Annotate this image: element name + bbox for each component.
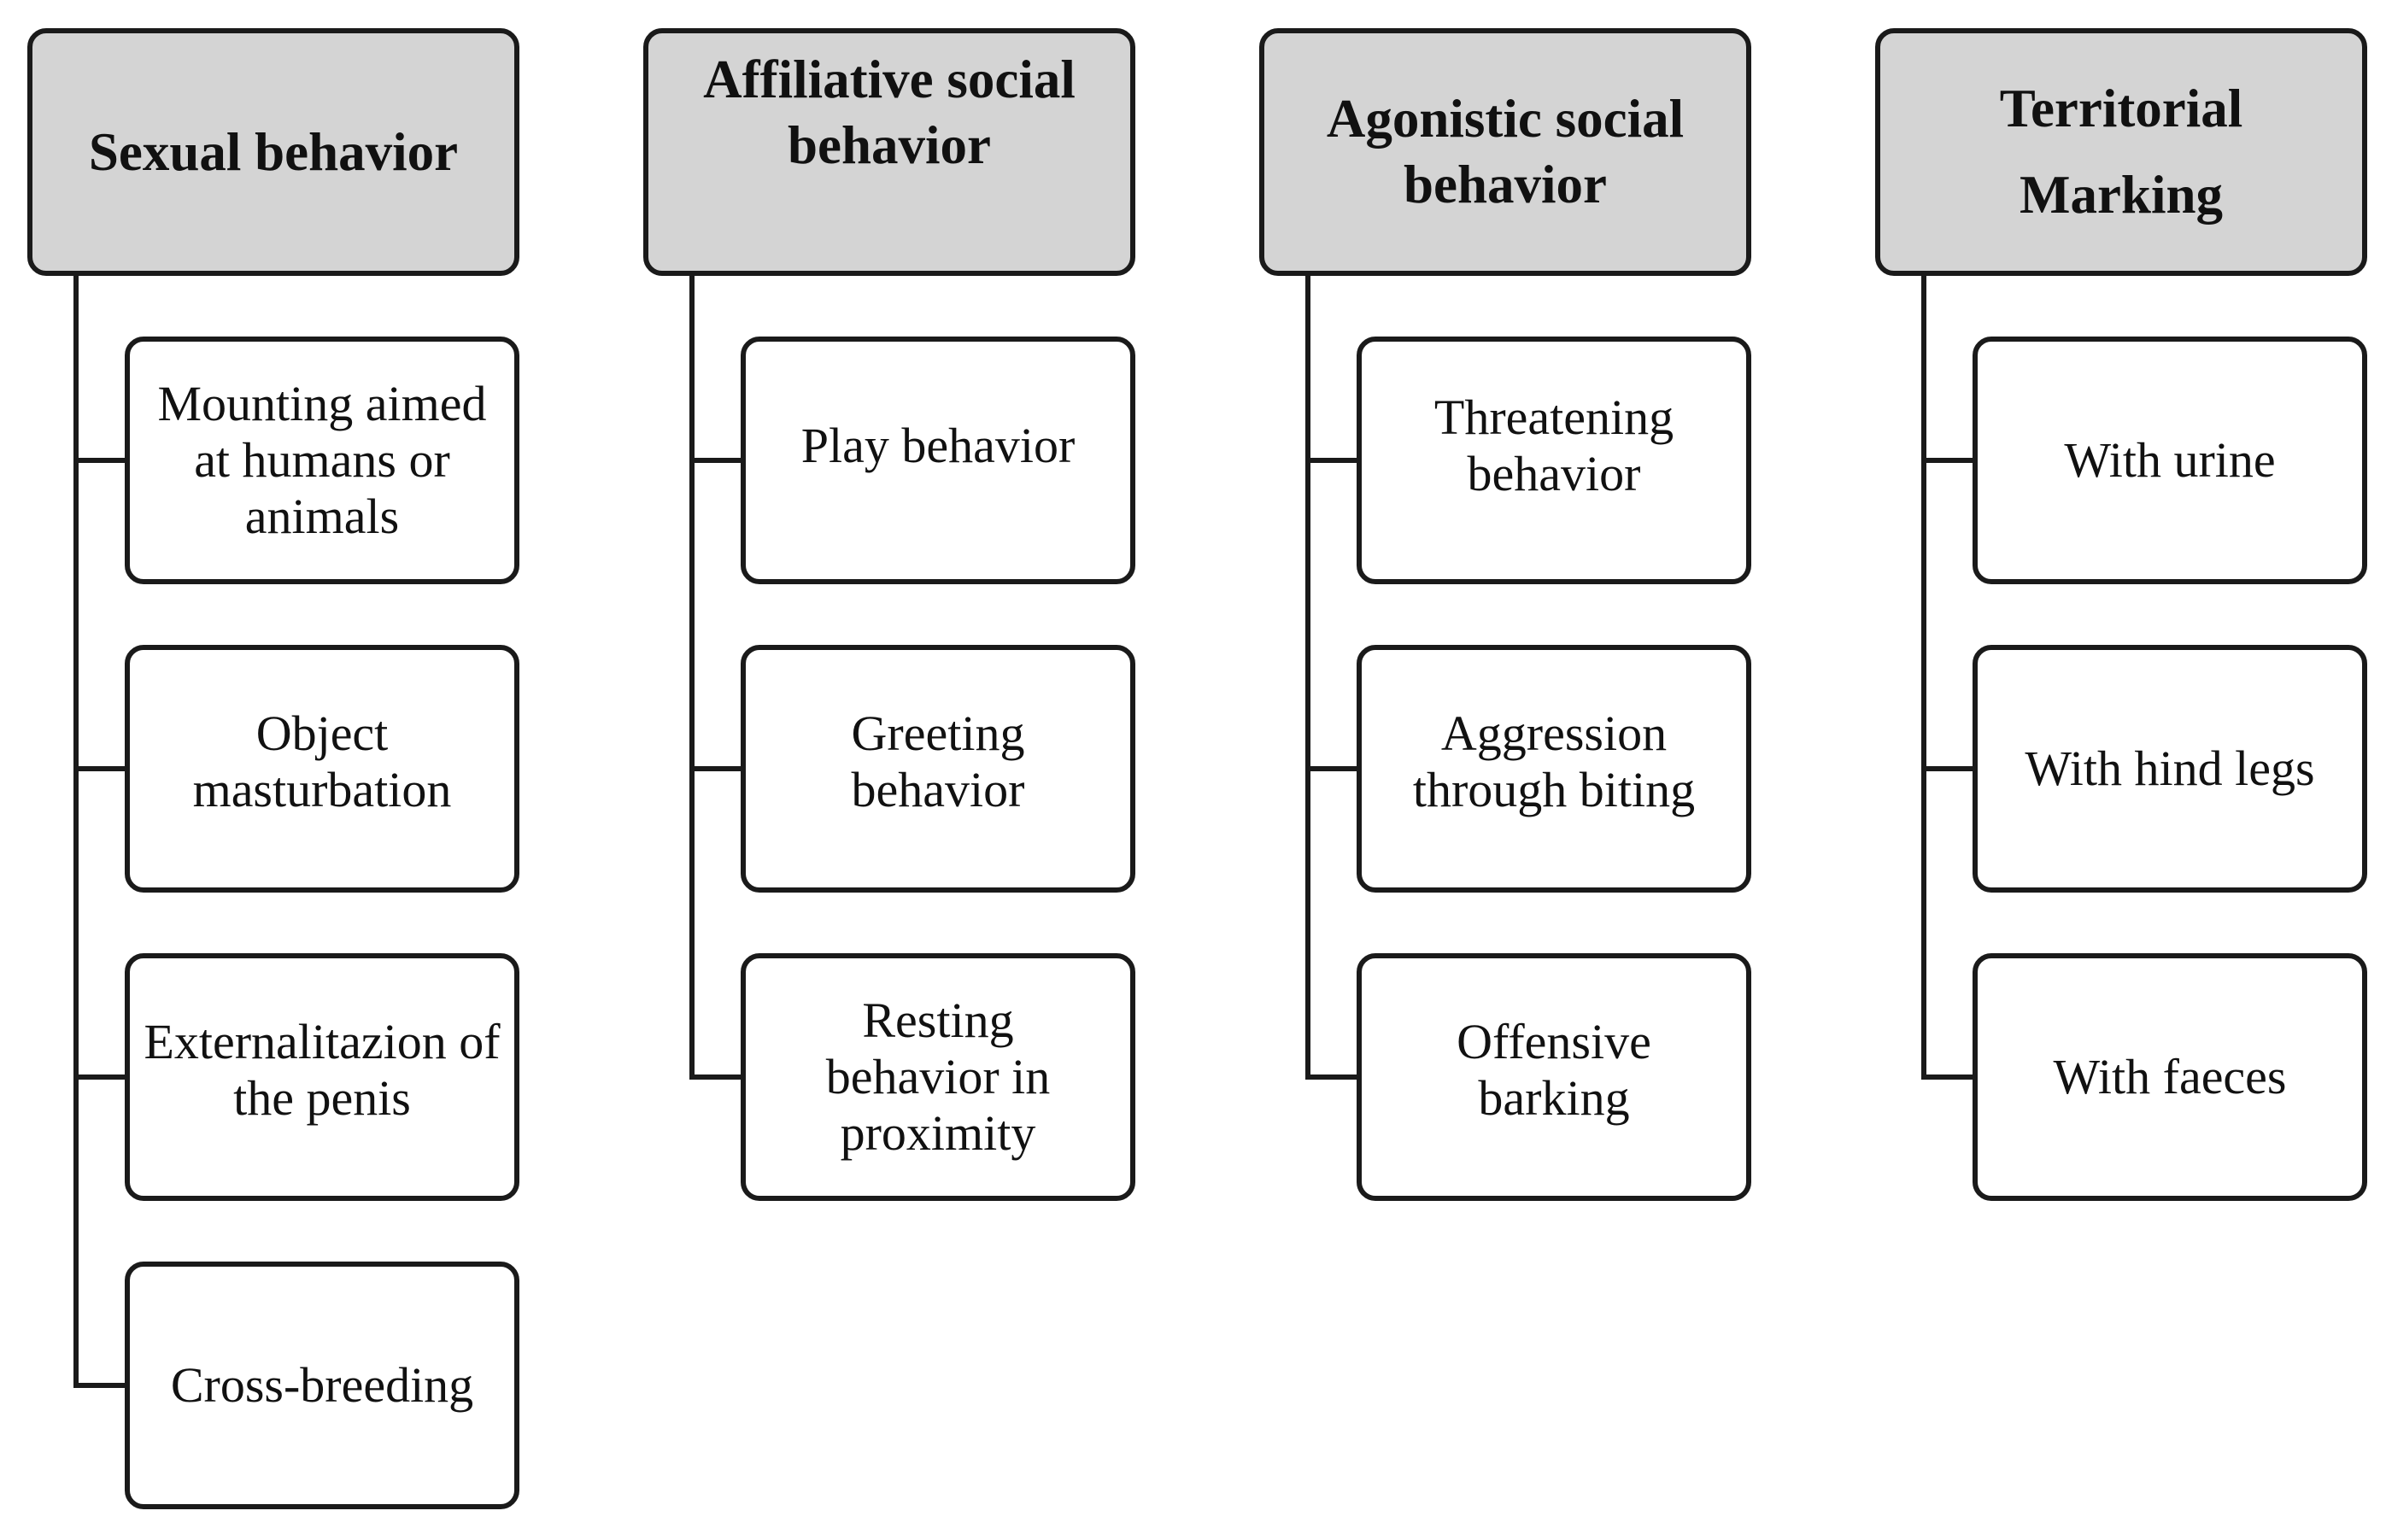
behavior-item-box: Resting behavior in proximity bbox=[741, 953, 1135, 1201]
behavior-item-label: Greeting behavior bbox=[851, 705, 1025, 817]
category-header-agonistic-social-behavior: Agonistic social behavior bbox=[1259, 28, 1751, 276]
category-title: Agonistic social behavior bbox=[1326, 89, 1685, 214]
behavior-item-box: Object masturbation bbox=[125, 645, 519, 893]
behavior-item-label: Resting behavior in proximity bbox=[825, 992, 1051, 1162]
behavior-item-box: With urine bbox=[1973, 337, 2367, 584]
category-header-territorial-marking: Territorial Marking bbox=[1875, 28, 2367, 276]
behavior-item-box: Greeting behavior bbox=[741, 645, 1135, 893]
behavior-item-box: Threatening behavior bbox=[1357, 337, 1751, 584]
behavior-item-box: Mounting aimed at humans or animals bbox=[125, 337, 519, 584]
behavior-item-box: Cross-breeding bbox=[125, 1262, 519, 1509]
behavior-item-label: Mounting aimed at humans or animals bbox=[157, 375, 487, 545]
category-title: Affiliative social behavior bbox=[703, 50, 1076, 175]
behavior-item-box: Play behavior bbox=[741, 337, 1135, 584]
category-header-affiliative-social-behavior: Affiliative social behavior bbox=[643, 28, 1135, 276]
behavior-item-label: Cross-breeding bbox=[170, 1356, 474, 1413]
behavior-item-box: With hind legs bbox=[1973, 645, 2367, 893]
behavior-item-label: Externalitazion of the penis bbox=[144, 1013, 501, 1126]
behavior-item-label: Object masturbation bbox=[192, 705, 452, 817]
behavior-item-label: With faeces bbox=[2053, 1048, 2287, 1104]
behavior-item-label: With hind legs bbox=[2025, 740, 2315, 796]
behavior-item-label: Threatening behavior bbox=[1433, 389, 1674, 501]
behavior-item-label: Offensive barking bbox=[1457, 1013, 1651, 1126]
behavior-item-box: Offensive barking bbox=[1357, 953, 1751, 1201]
behavior-item-label: With urine bbox=[2064, 431, 2276, 488]
behavior-item-box: With faeces bbox=[1973, 953, 2367, 1201]
category-title: Sexual behavior bbox=[88, 121, 459, 182]
behavior-item-box: Externalitazion of the penis bbox=[125, 953, 519, 1201]
behavior-item-label: Aggression through biting bbox=[1412, 705, 1696, 817]
category-header-sexual-behavior: Sexual behavior bbox=[27, 28, 519, 276]
behavior-item-label: Play behavior bbox=[800, 417, 1076, 473]
category-title: Territorial Marking bbox=[1999, 79, 2243, 225]
behavior-item-box: Aggression through biting bbox=[1357, 645, 1751, 893]
